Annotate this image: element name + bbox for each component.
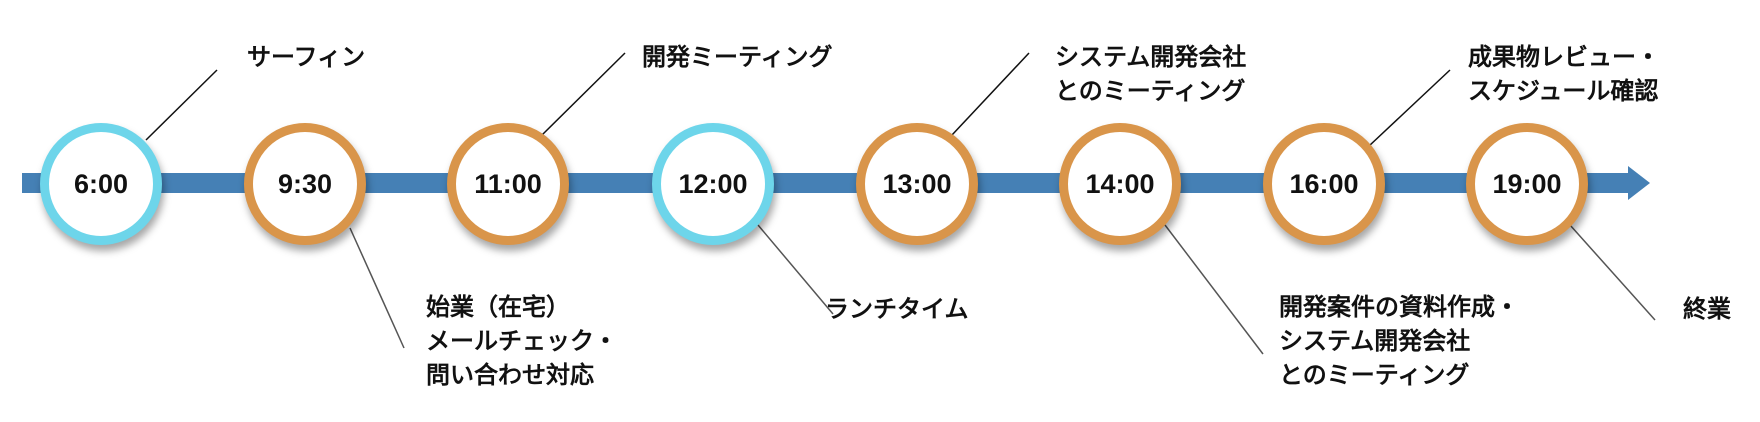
time-node-0600: 6:00 [40,123,162,245]
time-label: 16:00 [1289,168,1359,199]
time-label: 11:00 [474,168,542,199]
time-node-1100: 11:00 [447,123,569,245]
leader-line-0930 [349,227,405,349]
time-node-0930: 9:30 [244,123,366,245]
event-label-1100: 開発ミーティング [642,40,833,74]
event-label-1300: システム開発会社 とのミーティング [1055,40,1246,108]
event-text: 成果物レビュー・ [1468,43,1660,71]
event-text: 開発案件の資料作成・ [1279,293,1519,321]
event-label-0930: 始業（在宅） メールチェック・ 問い合わせ対応 [426,290,618,392]
leader-line-1900 [1569,224,1656,321]
event-text: ランチタイム [825,295,969,323]
time-node-1200: 12:00 [652,123,774,245]
event-label-0600: サーフィン [247,40,365,74]
leader-line-1100 [541,52,626,136]
time-label: 14:00 [1085,168,1155,199]
leader-line-1200 [757,224,834,315]
leader-line-1300 [951,52,1030,136]
time-label: 6:00 [73,168,129,199]
timeline-bar [22,173,1632,193]
event-label-1400: 開発案件の資料作成・ システム開発会社 とのミーティング [1279,290,1519,392]
leader-line-1600 [1368,69,1451,147]
time-label: 9:30 [277,168,333,199]
time-node-1900: 19:00 [1466,123,1588,245]
event-text: サーフィン [247,43,366,71]
event-text: メールチェック・ [426,327,618,355]
event-text: 終業 [1683,295,1731,323]
event-text: システム開発会社 [1279,327,1471,355]
event-label-1900: 終業 [1683,292,1731,326]
event-text: スケジュール確認 [1468,77,1659,105]
leader-line-0600 [145,69,218,141]
event-label-1600: 成果物レビュー・ スケジュール確認 [1468,40,1660,108]
leader-line-1400 [1164,224,1264,355]
event-text: 始業（在宅） [426,293,570,321]
time-label: 12:00 [678,168,748,199]
time-label: 13:00 [882,168,952,199]
event-label-1200: ランチタイム [825,292,969,326]
event-text: とのミーティング [1055,77,1246,105]
event-text: システム開発会社 [1055,43,1247,71]
event-text: とのミーティング [1279,361,1470,389]
time-node-1300: 13:00 [856,123,978,245]
time-node-1600: 16:00 [1263,123,1385,245]
event-text: 問い合わせ対応 [426,361,594,389]
timeline-arrow-head [1628,166,1650,200]
event-text: 開発ミーティング [642,43,833,71]
time-label: 19:00 [1492,168,1562,199]
time-node-1400: 14:00 [1059,123,1181,245]
